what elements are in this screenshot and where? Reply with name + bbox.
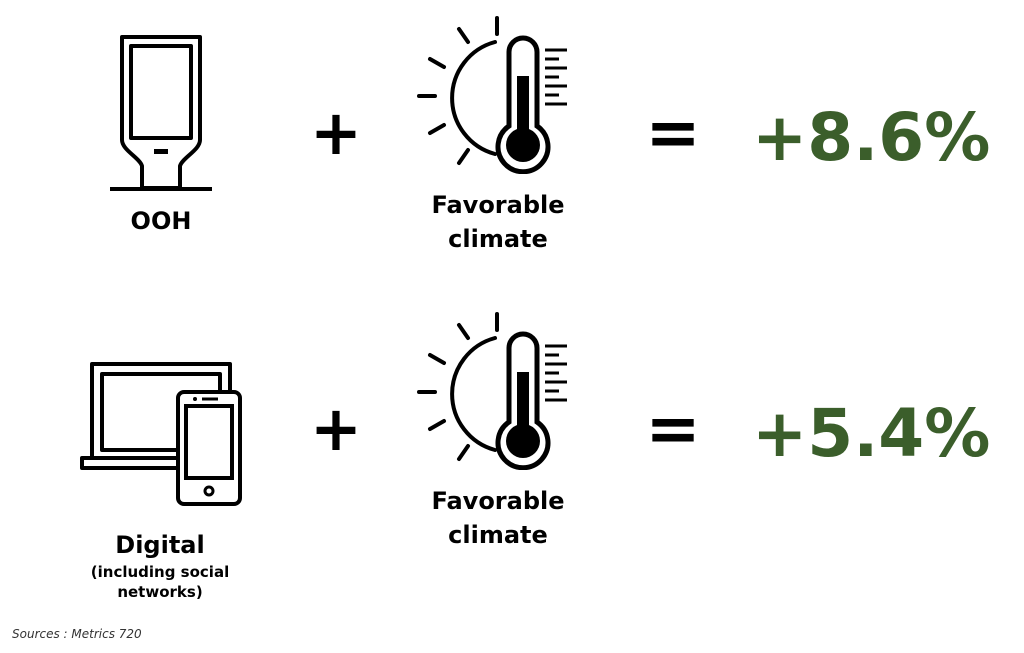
result-value: +8.6% <box>752 99 991 176</box>
digital-label: Digital <box>115 531 205 559</box>
thermometer-sun-icon <box>417 16 567 174</box>
ooh-kiosk-icon <box>110 35 212 191</box>
climate-label-line1: Favorable <box>431 487 565 515</box>
thermometer-sun-icon <box>417 312 567 470</box>
equals-sign: = <box>645 94 701 171</box>
source-note: Sources : Metrics 720 <box>12 627 142 641</box>
ooh-label: OOH <box>130 207 192 235</box>
digital-sublabel-line1: (including social <box>90 563 230 581</box>
plus-sign: + <box>310 392 362 465</box>
equals-sign: = <box>645 390 701 467</box>
climate-label-line1: Favorable <box>431 191 565 219</box>
laptop-phone-icon <box>80 362 242 506</box>
climate-label-line2: climate <box>448 225 548 253</box>
climate-label-line2: climate <box>448 521 548 549</box>
result-value: +5.4% <box>752 395 991 472</box>
plus-sign: + <box>310 96 362 169</box>
digital-sublabel-line2: networks) <box>117 583 203 601</box>
